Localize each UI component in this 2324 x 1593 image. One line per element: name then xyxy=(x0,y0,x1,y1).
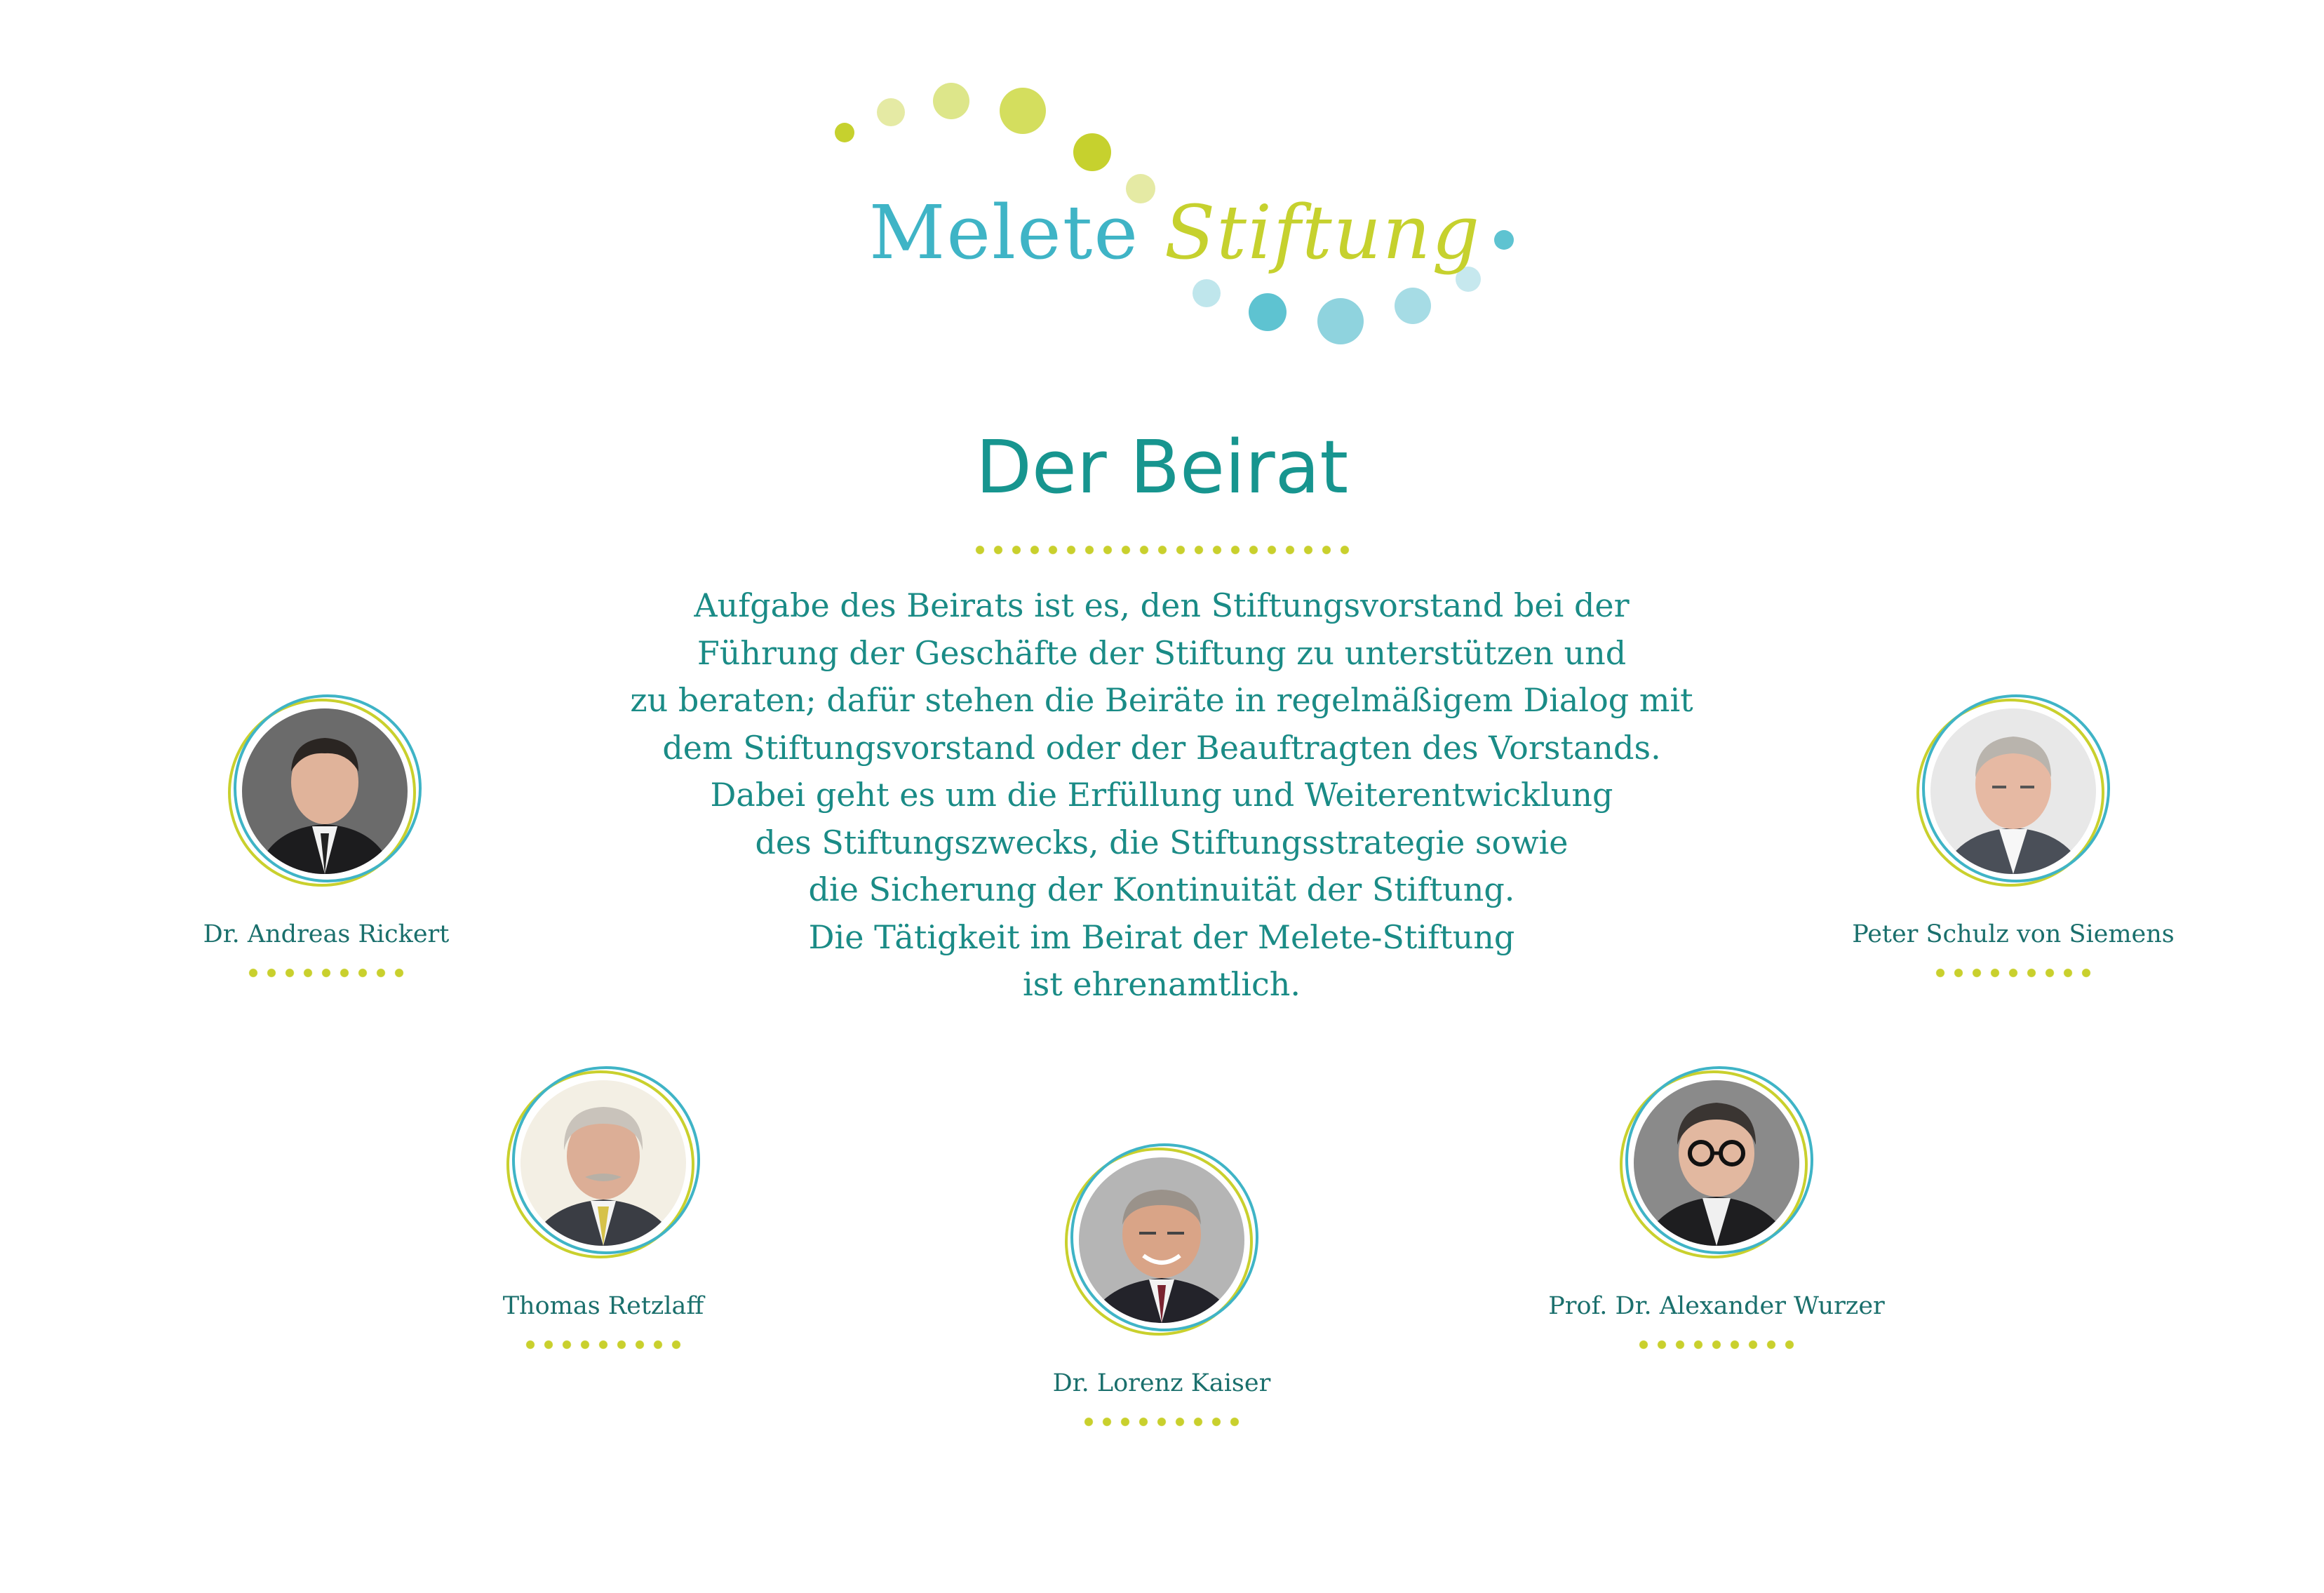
member-dotted-divider xyxy=(1931,968,2095,978)
member-card-thomas-retzlaff: Thomas Retzlaff xyxy=(393,1066,814,1361)
member-card-alexander-wurzer: Prof. Dr. Alexander Wurzer xyxy=(1506,1066,1927,1361)
member-card-lorenz-kaiser: Dr. Lorenz Kaiser xyxy=(951,1143,1372,1438)
member-dotted-divider xyxy=(1634,1340,1799,1350)
member-name: Dr. Andreas Rickert xyxy=(203,920,450,948)
description-line: dem Stiftungsvorstand oder der Beauftrag… xyxy=(662,728,1661,767)
beirat-description: Aufgabe des Beirats ist es, den Stiftung… xyxy=(565,582,1758,1009)
member-portrait xyxy=(228,694,424,891)
member-card-andreas-rickert: Dr. Andreas Rickert xyxy=(116,694,537,989)
member-portrait xyxy=(1916,694,2113,891)
logo-dot xyxy=(933,83,969,119)
logo-word-melete: Melete xyxy=(868,189,1140,276)
logo-wordmark: Melete Stiftung xyxy=(807,189,1543,276)
logo-dot xyxy=(835,123,854,142)
description-line: ist ehrenamtlich. xyxy=(1022,965,1301,1003)
description-line: zu beraten; dafür stehen die Beiräte in … xyxy=(630,681,1693,719)
member-name: Thomas Retzlaff xyxy=(502,1292,704,1320)
description-line: Dabei geht es um die Erfüllung und Weite… xyxy=(710,776,1613,814)
member-dotted-divider xyxy=(521,1340,685,1350)
member-portrait xyxy=(1620,1066,1816,1263)
logo-dot xyxy=(1000,88,1046,134)
melete-stiftung-logo: Melete Stiftung xyxy=(807,70,1543,365)
member-name: Prof. Dr. Alexander Wurzer xyxy=(1548,1292,1885,1320)
logo-dot xyxy=(1126,174,1155,203)
portrait-photo xyxy=(1930,708,2096,874)
portrait-ring-blue xyxy=(1625,1066,1813,1254)
portrait-photo xyxy=(520,1080,686,1246)
logo-dot xyxy=(1317,298,1364,344)
portrait-photo xyxy=(242,708,408,874)
logo-dot xyxy=(1395,288,1431,324)
member-portrait xyxy=(506,1066,703,1263)
logo-dot xyxy=(1193,279,1221,307)
member-portrait xyxy=(1065,1143,1261,1340)
member-name: Peter Schulz von Siemens xyxy=(1852,920,2175,948)
description-line: des Stiftungszwecks, die Stiftungsstrate… xyxy=(755,823,1569,861)
portrait-ring-blue xyxy=(1922,694,2110,882)
portrait-photo xyxy=(1634,1080,1799,1246)
logo-dot xyxy=(1073,133,1111,171)
logo-dot xyxy=(1456,267,1481,292)
title-dotted-divider xyxy=(975,545,1350,555)
portrait-ring-blue xyxy=(512,1066,700,1254)
portrait-ring-blue xyxy=(234,694,422,882)
description-line: Aufgabe des Beirats ist es, den Stiftung… xyxy=(694,586,1630,624)
page-title: Der Beirat xyxy=(975,424,1349,510)
portrait-ring-blue xyxy=(1070,1143,1258,1331)
member-dotted-divider xyxy=(244,968,408,978)
description-line: die Sicherung der Kontinuität der Stiftu… xyxy=(808,871,1515,908)
logo-word-stiftung: Stiftung xyxy=(1164,189,1482,276)
logo-dot xyxy=(1494,230,1514,250)
logo-dot xyxy=(1249,293,1287,331)
portrait-photo xyxy=(1079,1157,1244,1323)
member-card-peter-schulz-von-siemens: Peter Schulz von Siemens xyxy=(1803,694,2224,989)
description-line: Die Tätigkeit im Beirat der Melete-Stift… xyxy=(808,918,1515,956)
logo-dot xyxy=(877,98,905,126)
description-line: Führung der Geschäfte der Stiftung zu un… xyxy=(697,633,1627,672)
member-name: Dr. Lorenz Kaiser xyxy=(1052,1369,1271,1397)
member-dotted-divider xyxy=(1080,1417,1244,1427)
